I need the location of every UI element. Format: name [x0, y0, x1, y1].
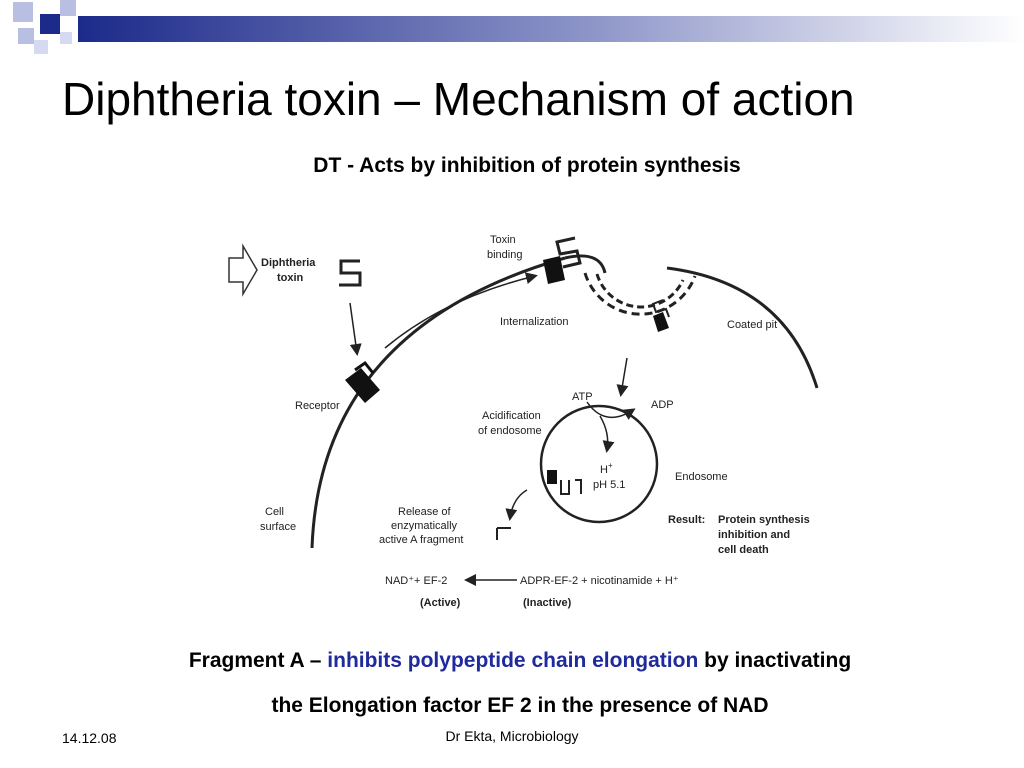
- arrow: [599, 415, 615, 453]
- ph-label: pH 5.1: [593, 479, 625, 491]
- cell-membrane: [564, 254, 607, 274]
- arrow: [349, 302, 362, 356]
- result-text: Protein synthesis: [718, 514, 810, 526]
- receptor-icon: [345, 368, 380, 403]
- toxin-icon: [651, 299, 670, 318]
- cell-surface-label: Cell: [265, 506, 284, 518]
- footer-date: 14.12.08: [62, 730, 117, 746]
- explanation-prefix: Fragment A –: [188, 649, 328, 672]
- release-label: enzymatically: [391, 520, 458, 532]
- cell-membrane: [666, 266, 819, 389]
- deco-square: [60, 0, 76, 16]
- adp-label: ADP: [651, 399, 674, 411]
- result-text: inhibition and: [718, 529, 790, 541]
- footer-author: Dr Ekta, Microbiology: [445, 728, 579, 744]
- toxin-pointer-icon: [228, 243, 258, 297]
- result-text: cell death: [718, 544, 769, 556]
- toxin-label: toxin: [277, 272, 304, 284]
- internalization-label: Internalization: [500, 316, 569, 328]
- h-plus-label: H+: [600, 461, 613, 476]
- endosome-label: Endosome: [675, 471, 728, 483]
- release-label: Release of: [398, 506, 452, 518]
- toxin-binding-label: Toxin: [490, 234, 516, 246]
- toxin-icon: [555, 236, 582, 269]
- inactive-label: (Inactive): [523, 597, 572, 609]
- slide-title: Diphtheria toxin – Mechanism of action: [62, 73, 855, 125]
- receptor-label: Receptor: [295, 400, 340, 412]
- acidification-label: of endosome: [478, 425, 542, 437]
- result-label: Result:: [668, 514, 705, 526]
- arrow: [505, 489, 528, 521]
- cell-surface-label: surface: [260, 521, 296, 533]
- coated-pit: [595, 273, 685, 309]
- header-decoration: [13, 0, 1024, 54]
- toxin-binding-label: binding: [487, 249, 522, 261]
- h-plus-text: H: [600, 464, 608, 476]
- cell-membrane: [310, 256, 566, 549]
- explanation-line-2: the Elongation factor EF 2 in the presen…: [271, 694, 769, 717]
- receptor-icon: [547, 470, 557, 484]
- toxin-label: Diphtheria: [261, 257, 316, 269]
- deco-square: [60, 32, 72, 44]
- toxin-icon: [354, 360, 375, 374]
- receptor-icon: [653, 312, 669, 332]
- toxin-icon: [560, 479, 582, 495]
- arrow: [586, 401, 636, 420]
- atp-label: ATP: [572, 391, 593, 403]
- coated-pit-label: Coated pit: [727, 319, 777, 331]
- mechanism-diagram: Diphtheria toxin Receptor Toxin binding …: [228, 234, 819, 609]
- explanation-highlight: inhibits polypeptide chain elongation: [327, 649, 699, 672]
- deco-square: [18, 28, 34, 44]
- h-plus-superscript: +: [608, 461, 613, 470]
- receptor-icon: [543, 256, 565, 284]
- deco-square: [13, 2, 33, 22]
- endosome: [539, 404, 659, 524]
- active-label: (Active): [420, 597, 461, 609]
- acidification-label: Acidification: [482, 410, 541, 422]
- explanation-suffix: by inactivating: [698, 649, 852, 672]
- fragment-a-icon: [496, 527, 511, 540]
- release-label: active A fragment: [379, 534, 463, 546]
- reaction-left: NAD⁺+ EF-2: [385, 575, 447, 587]
- deco-square: [34, 40, 48, 54]
- explanation-line-1: Fragment A – inhibits polypeptide chain …: [0, 649, 1024, 673]
- coated-pit: [583, 272, 697, 316]
- toxin-icon: [339, 259, 362, 287]
- header-gradient-band: [78, 16, 1024, 42]
- deco-square: [40, 14, 60, 34]
- slide-subtitle: DT - Acts by inhibition of protein synth…: [313, 154, 741, 177]
- arrow: [384, 272, 538, 349]
- reaction-right: ADPR-EF-2 + nicotinamide + H⁺: [520, 575, 679, 587]
- arrow: [616, 357, 629, 397]
